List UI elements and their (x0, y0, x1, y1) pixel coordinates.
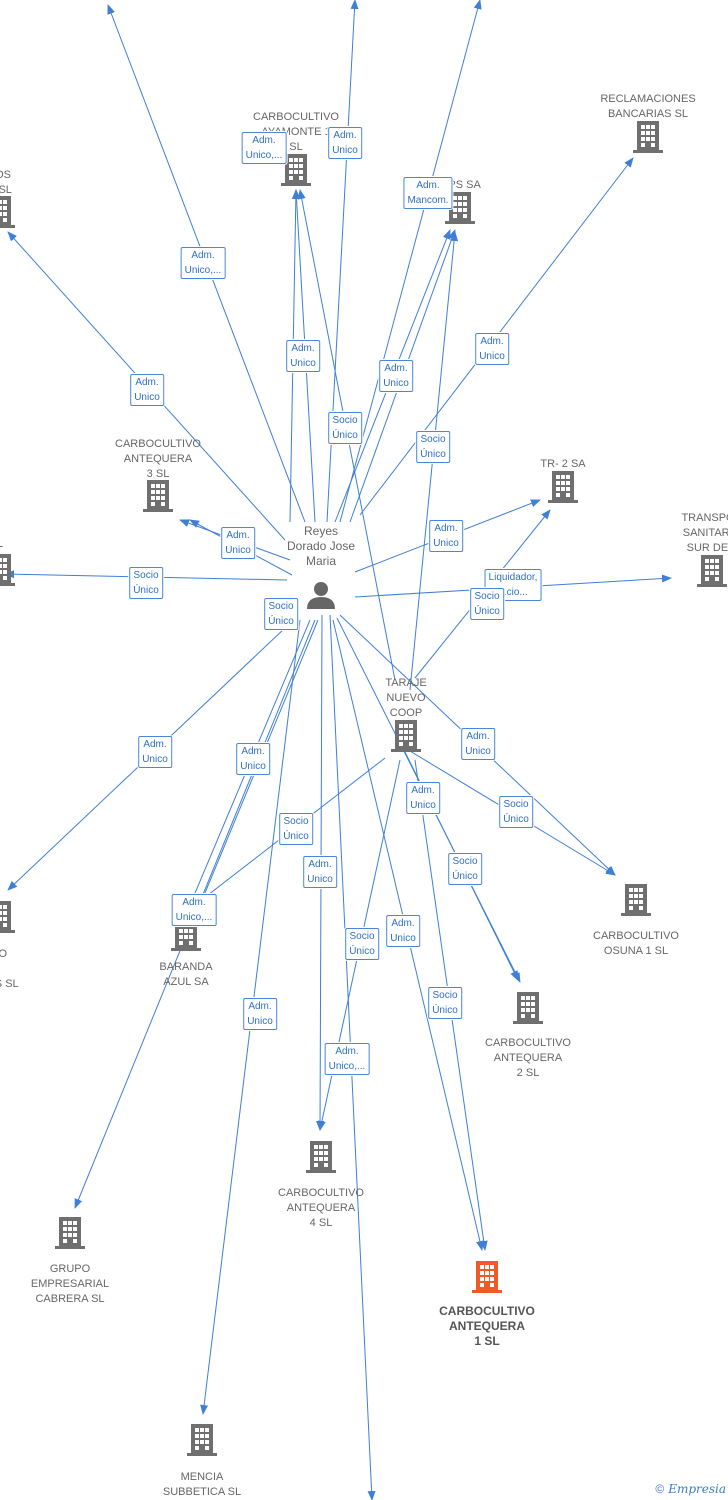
relationship-label[interactable]: Adm. Unico,... (171, 894, 217, 926)
building-icon[interactable] (548, 471, 578, 503)
company-label-antequera4[interactable]: CARBOCULTIVO ANTEQUERA 4 SL (278, 1187, 364, 1229)
relationship-label[interactable]: Socio Único (416, 431, 450, 463)
company-label-antequera3[interactable]: CARBOCULTIVO ANTEQUERA 3 SL (115, 438, 201, 480)
relationship-label[interactable]: Adm. Unico (328, 127, 362, 159)
building-icon[interactable] (697, 555, 727, 587)
relationship-label[interactable]: Adm. Unico (475, 333, 509, 365)
company-label-grupo[interactable]: GRUPO EMPRESARIAL CABRERA SL (30, 1263, 110, 1305)
relationship-label[interactable]: Socio Único (428, 987, 462, 1019)
relationship-label[interactable]: Adm. Unico (429, 520, 463, 552)
relationship-label[interactable]: Socio Único (129, 567, 163, 599)
company-label-left-bottom[interactable]: JO LES SL (0, 948, 19, 990)
relationship-label[interactable]: Adm. Unico (406, 782, 440, 814)
company-label-tr2[interactable]: TR- 2 SA (540, 458, 586, 470)
person-name[interactable]: Reyes Dorado Jose Maria (286, 524, 356, 568)
company-label-taraje[interactable]: TARAJE NUEVO COOP (385, 677, 427, 719)
relationship-label[interactable]: Adm. Mancom. (403, 177, 453, 209)
relationship-label[interactable]: Adm. Unico (243, 998, 277, 1030)
company-label-mencia[interactable]: MENCIA SUBBETICA SL (162, 1471, 242, 1498)
relationship-label[interactable]: Adm. Unico (130, 374, 164, 406)
building-icon[interactable] (621, 884, 651, 916)
building-icon[interactable] (187, 1424, 217, 1456)
building-icon[interactable] (55, 1217, 85, 1249)
relationship-label[interactable]: Socio Único (448, 853, 482, 885)
relationship-label[interactable]: Adm. Unico (303, 856, 337, 888)
relationship-label[interactable]: Adm. Unico (461, 728, 495, 760)
relationship-label[interactable]: Liquidador, ...cio... (484, 569, 542, 601)
relationship-label[interactable]: Adm. Unico,... (180, 247, 226, 279)
building-icon[interactable] (306, 1141, 336, 1173)
building-icon[interactable] (0, 196, 15, 228)
building-icon[interactable] (0, 901, 15, 933)
building-icon[interactable] (513, 992, 543, 1024)
relationship-label[interactable]: Adm. Unico (379, 360, 413, 392)
nodes-layer (0, 121, 727, 1456)
company-label-left-top[interactable]: LOS S SL (0, 169, 12, 196)
brand-name: Empresia (668, 1482, 726, 1496)
company-label-antequera2[interactable]: CARBOCULTIVO ANTEQUERA 2 SL (485, 1037, 571, 1079)
building-icon[interactable] (633, 121, 663, 153)
company-label-left-mid[interactable]: L (0, 537, 3, 552)
relationship-label[interactable]: Adm. Unico (286, 340, 320, 372)
relationship-label[interactable]: Adm. Unico (138, 736, 172, 768)
person-icon[interactable] (307, 582, 335, 609)
relationship-label[interactable]: Socio Único (328, 412, 362, 444)
relationship-label[interactable]: Adm. Unico (386, 915, 420, 947)
relationship-label[interactable]: Socio Único (499, 796, 533, 828)
relationship-edge (339, 0, 482, 523)
relationship-label[interactable]: Socio Único (345, 928, 379, 960)
building-icon[interactable] (143, 480, 173, 512)
relationship-label[interactable]: Adm. Unico,... (241, 132, 287, 164)
building-icon[interactable] (472, 1261, 502, 1293)
building-icon[interactable] (391, 720, 421, 752)
relationship-label[interactable]: Adm. Unico (221, 527, 255, 559)
relationship-label[interactable]: Socio Único (264, 598, 298, 630)
company-label-baranda[interactable]: BARANDA AZUL SA (159, 961, 213, 988)
company-label-osuna1[interactable]: CARBOCULTIVO OSUNA 1 SL (593, 930, 679, 957)
footer-brand[interactable]: ©Empresia (655, 1482, 726, 1496)
relationship-label[interactable]: Adm. Unico (236, 743, 270, 775)
building-icon[interactable] (0, 554, 15, 586)
company-label-antequera1[interactable]: CARBOCULTIVO ANTEQUERA 1 SL (439, 1304, 535, 1348)
copyright-symbol: © (655, 1482, 665, 1496)
relationship-label[interactable]: Socio Único (279, 813, 313, 845)
company-label-transpor[interactable]: TRANSPOR SANITARIO SUR DE... (681, 512, 728, 554)
relationship-label[interactable]: Socio Único (470, 588, 504, 620)
company-label-reclamaciones[interactable]: RECLAMACIONES BANCARIAS SL (600, 93, 696, 120)
relationship-label[interactable]: Adm. Unico,... (324, 1043, 370, 1075)
